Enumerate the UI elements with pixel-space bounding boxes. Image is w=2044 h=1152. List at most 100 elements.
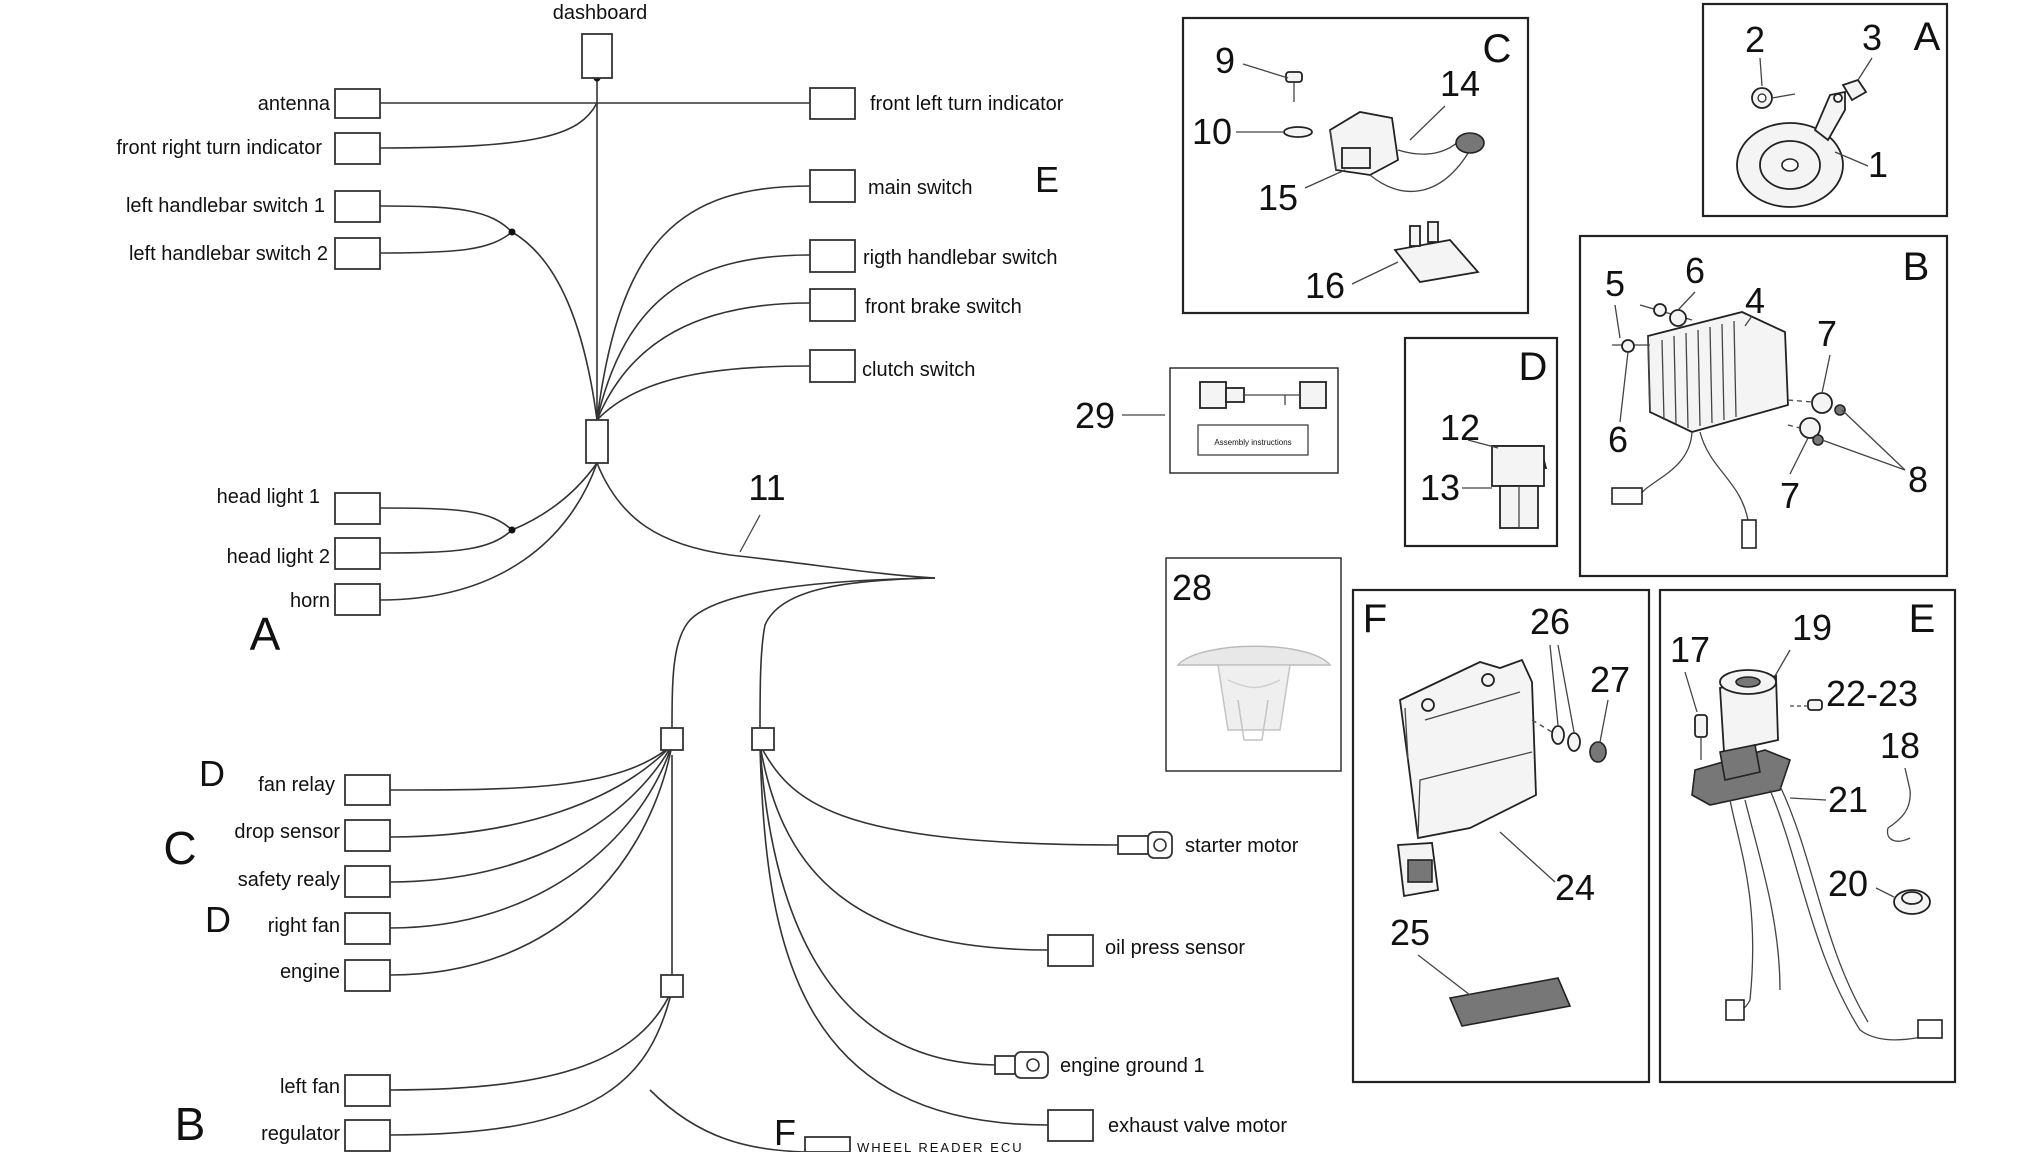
svg-text:E: E bbox=[1909, 597, 1936, 641]
svg-text:5: 5 bbox=[1605, 263, 1625, 304]
harness-part-number: 11 bbox=[748, 467, 785, 508]
svg-text:4: 4 bbox=[1745, 280, 1765, 321]
svg-text:13: 13 bbox=[1420, 467, 1460, 508]
connector-rigth-handlebar-switch: rigth handlebar switch bbox=[809, 239, 1058, 273]
connector-head-light-2: head light 2 bbox=[227, 537, 381, 570]
group-letter-ecu: F bbox=[774, 1112, 796, 1152]
spacer-icon bbox=[1787, 392, 1846, 446]
svg-text:22-23: 22-23 bbox=[1826, 673, 1918, 714]
svg-text:left fan: left fan bbox=[280, 1076, 340, 1098]
connector-oil-press-sensor: oil press sensor bbox=[1047, 934, 1245, 967]
svg-text:2: 2 bbox=[1745, 19, 1765, 60]
group-letter-regulator: B bbox=[175, 1098, 206, 1150]
connector-clutch-switch: clutch switch bbox=[809, 349, 975, 383]
splice-points bbox=[508, 74, 601, 534]
svg-text:clutch switch: clutch switch bbox=[862, 359, 975, 381]
svg-text:B: B bbox=[1903, 245, 1930, 289]
svg-text:left handlebar switch 2: left handlebar switch 2 bbox=[129, 243, 328, 265]
svg-text:29: 29 bbox=[1075, 395, 1115, 436]
ignition-switch-icon bbox=[1691, 669, 1943, 1041]
ecu-pad-icon bbox=[1448, 977, 1572, 1027]
svg-text:17: 17 bbox=[1670, 629, 1710, 670]
harness-junction-lower bbox=[660, 974, 684, 998]
connector-left-handlebar-switch-2: left handlebar switch 2 bbox=[129, 237, 381, 270]
svg-text:9: 9 bbox=[1215, 40, 1235, 81]
connector-engine-ground-1: engine ground 1 bbox=[994, 1051, 1205, 1079]
connector-safety-realy: safety realy bbox=[238, 865, 391, 898]
svg-text:18: 18 bbox=[1880, 725, 1920, 766]
harness-junction-right bbox=[751, 727, 775, 751]
group-letter-fan-relay: D bbox=[199, 753, 225, 794]
svg-text:antenna: antenna bbox=[258, 93, 331, 115]
svg-text:WHEEL READER ECU: WHEEL READER ECU bbox=[857, 1140, 1024, 1152]
screw-icon bbox=[1790, 699, 1823, 711]
connector-fan-relay: fan relay bbox=[258, 774, 391, 806]
svg-text:19: 19 bbox=[1792, 607, 1832, 648]
svg-text:regulator: regulator bbox=[261, 1123, 340, 1145]
svg-text:10: 10 bbox=[1192, 111, 1232, 152]
svg-text:7: 7 bbox=[1780, 475, 1800, 516]
svg-text:horn: horn bbox=[290, 590, 330, 612]
svg-text:24: 24 bbox=[1555, 867, 1595, 908]
svg-text:main switch: main switch bbox=[868, 177, 972, 199]
lock-nut-icon bbox=[1841, 78, 1868, 102]
panel-b-regulator: B bbox=[1578, 234, 1949, 578]
connector-front-right-turn-indicator: front right turn indicator bbox=[116, 132, 381, 165]
hook-icon bbox=[1886, 789, 1911, 842]
svg-text:rigth handlebar switch: rigth handlebar switch bbox=[863, 247, 1058, 269]
panel-29-kit: 29 Assembly instructions bbox=[1075, 367, 1339, 474]
svg-text:27: 27 bbox=[1590, 659, 1630, 700]
assembly-instructions-caption: Assembly instructions bbox=[1214, 438, 1291, 447]
svg-text:front left turn indicator: front left turn indicator bbox=[870, 93, 1064, 115]
svg-text:fan relay: fan relay bbox=[258, 774, 335, 796]
connector-right-fan: right fan bbox=[268, 912, 391, 945]
svg-text:F: F bbox=[1363, 597, 1387, 641]
panel-d-fan-relay: D 12 13 bbox=[1403, 336, 1559, 548]
svg-text:front right turn indicator: front right turn indicator bbox=[116, 137, 322, 159]
connector-horn: horn bbox=[290, 583, 381, 616]
svg-text:right fan: right fan bbox=[268, 915, 340, 937]
panel-f-ecu: F 26 27 24 25 bbox=[1351, 588, 1651, 1084]
group-letter-drop-sensor: C bbox=[163, 822, 196, 874]
svg-text:8: 8 bbox=[1908, 459, 1928, 500]
svg-text:14: 14 bbox=[1440, 63, 1480, 104]
svg-text:7: 7 bbox=[1817, 313, 1837, 354]
connector-drop-sensor: drop sensor bbox=[234, 819, 391, 852]
connector-regulator: regulator bbox=[261, 1119, 391, 1152]
dashboard-connector: dashboard bbox=[553, 2, 648, 79]
svg-text:left handlebar switch 1: left handlebar switch 1 bbox=[126, 195, 325, 217]
grommet-icon bbox=[1893, 889, 1931, 915]
svg-text:D: D bbox=[1519, 345, 1548, 389]
relay-icon bbox=[1490, 445, 1548, 529]
ecu-bracket-icon bbox=[1396, 658, 1537, 898]
connector-starter-motor: starter motor bbox=[1117, 831, 1299, 859]
svg-text:safety realy: safety realy bbox=[238, 869, 340, 891]
svg-text:15: 15 bbox=[1258, 177, 1298, 218]
panel-28-clip: 28 bbox=[1165, 557, 1342, 772]
connector-antenna: antenna bbox=[258, 88, 381, 119]
connector-front-brake-switch: front brake switch bbox=[809, 288, 1022, 322]
svg-text:A: A bbox=[1914, 15, 1941, 59]
svg-text:drop sensor: drop sensor bbox=[234, 821, 340, 843]
svg-text:C: C bbox=[1483, 27, 1512, 71]
horn-icon bbox=[1736, 90, 1846, 208]
svg-text:6: 6 bbox=[1685, 250, 1705, 291]
panel-c-drop-sensor: C 9 10 14 15 16 bbox=[1181, 16, 1530, 315]
connector-engine: engine bbox=[280, 959, 391, 992]
connector-exhaust-valve-motor: exhaust valve motor bbox=[1047, 1109, 1287, 1142]
group-letter-main-switch: E bbox=[1035, 159, 1059, 200]
connector-head-light-1: head light 1 bbox=[217, 486, 381, 525]
svg-text:20: 20 bbox=[1828, 863, 1868, 904]
svg-text:oil press sensor: oil press sensor bbox=[1105, 937, 1245, 959]
connector-left-handlebar-switch-1: left handlebar switch 1 bbox=[126, 190, 381, 223]
connector-front-left-turn-indicator: front left turn indicator bbox=[809, 87, 1064, 120]
harness-wires bbox=[379, 52, 1119, 1152]
svg-text:21: 21 bbox=[1828, 779, 1868, 820]
dashboard-label: dashboard bbox=[553, 2, 648, 24]
group-letter-right-fan: D bbox=[205, 899, 231, 940]
panel-e-ignition-switch: E 17 19 bbox=[1658, 588, 1957, 1084]
svg-text:engine: engine bbox=[280, 961, 340, 983]
svg-text:6: 6 bbox=[1608, 419, 1628, 460]
washer-icon bbox=[1531, 719, 1607, 763]
